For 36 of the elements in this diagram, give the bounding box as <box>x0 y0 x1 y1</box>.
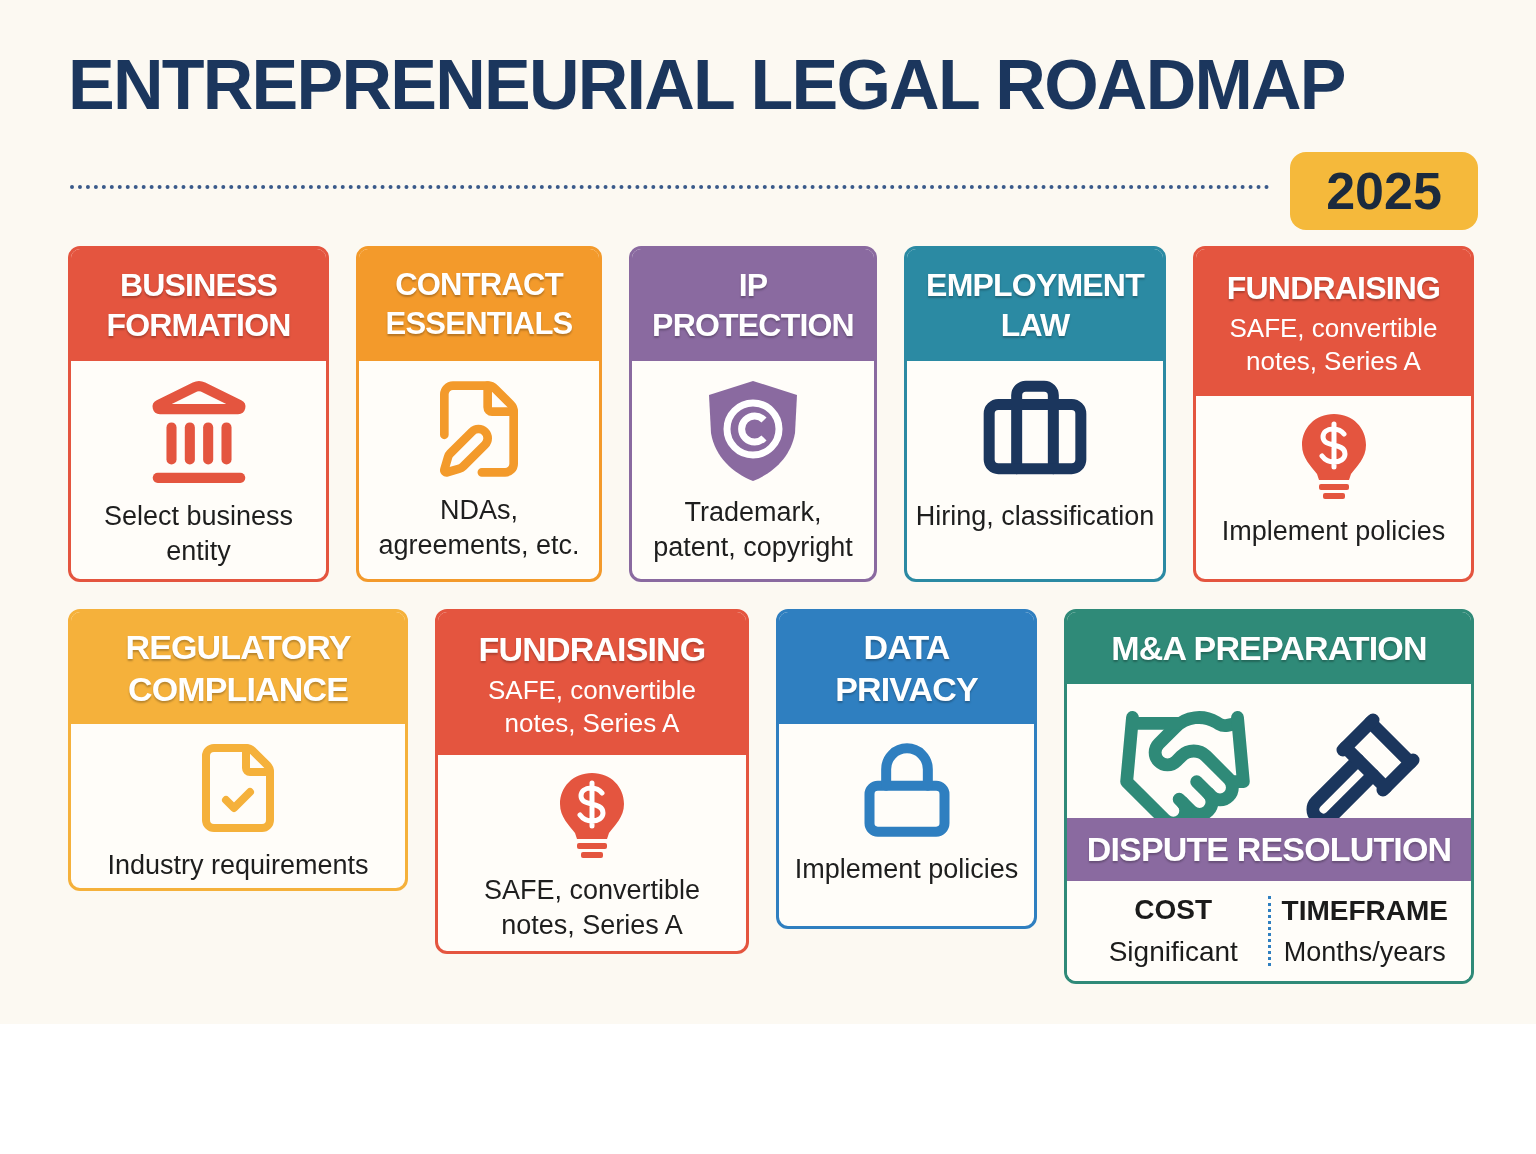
roadmap-card <box>629 246 877 582</box>
card-title: IP PROTECTION <box>652 266 854 345</box>
title: ENTREPRENEURIAL LEGAL ROADMAP <box>68 50 1345 120</box>
card-description: Hiring, classification <box>914 500 1156 533</box>
card-title: FUNDRAISING <box>1226 269 1441 308</box>
column-value: Months/years <box>1283 935 1446 969</box>
roadmap-card <box>68 609 408 891</box>
card-title: CONTRACT ESSENTIALS <box>384 266 574 343</box>
card-description: Implement policies <box>1220 515 1447 548</box>
roadmap-card <box>1064 609 1474 984</box>
dispute-section <box>1067 818 1471 981</box>
card-title: FUNDRAISING <box>478 628 706 670</box>
card-description: Select business entity <box>102 500 295 569</box>
card-subtitle: SAFE, convertible notes, Series A <box>486 674 698 740</box>
card-title: EMPLOYMENT LAW <box>926 266 1144 345</box>
card-title: DATA PRIVACY <box>834 626 979 710</box>
column-heading: TIMEFRAME <box>1281 893 1448 928</box>
roadmap-card <box>776 609 1037 929</box>
card-title: M&A PREPARATION <box>1111 627 1427 669</box>
section-title: DISPUTE RESOLUTION <box>1086 829 1452 870</box>
card-subtitle: SAFE, convertible notes, Series A <box>1228 312 1439 377</box>
card-description: Industry requirements <box>106 849 370 882</box>
card-title: BUSINESS FORMATION <box>105 266 292 345</box>
column-heading: COST <box>1134 893 1213 927</box>
roadmap-card <box>356 246 602 582</box>
year-badge: 2025 <box>1290 152 1478 230</box>
column-value: Significant <box>1108 935 1238 969</box>
card-title: REGULATORY COMPLIANCE <box>124 626 352 710</box>
roadmap-card <box>1193 246 1474 582</box>
card-description: SAFE, convertible notes, Series A <box>482 874 702 943</box>
card-description: Implement policies <box>793 853 1020 886</box>
card-description: Trademark, patent, copyright <box>652 496 854 565</box>
roadmap-card <box>68 246 329 582</box>
card-description: NDAs, agreements, etc. <box>377 494 581 563</box>
roadmap-card <box>435 609 749 954</box>
roadmap-card <box>904 246 1166 582</box>
